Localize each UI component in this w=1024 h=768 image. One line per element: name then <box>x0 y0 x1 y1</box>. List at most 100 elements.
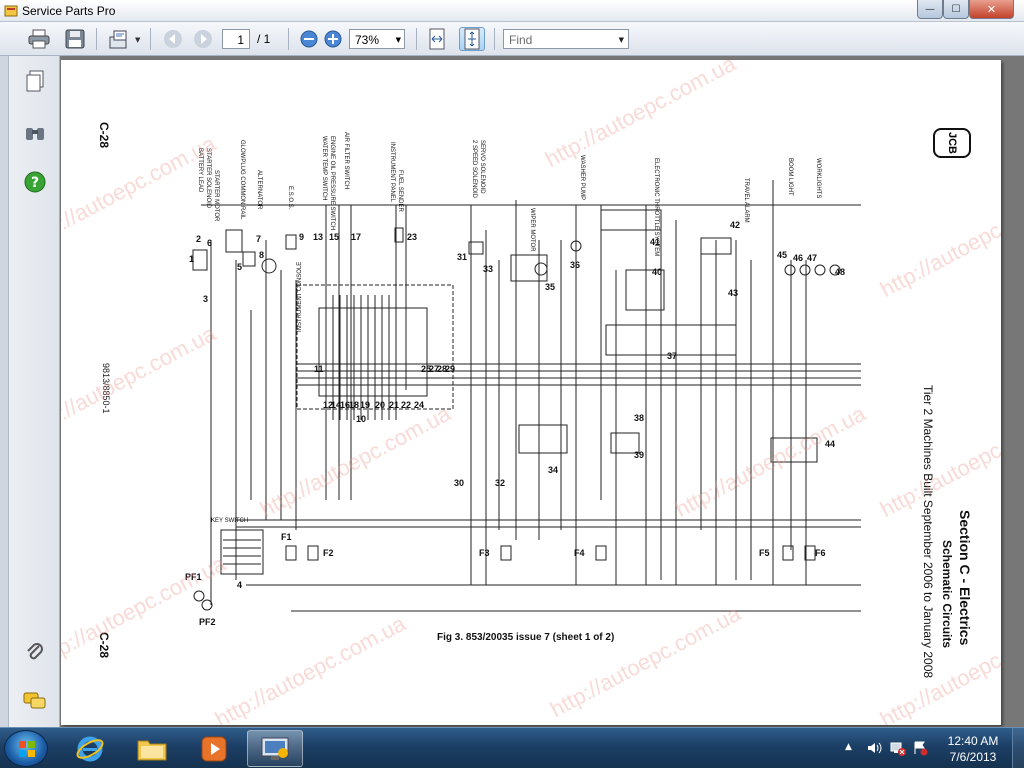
label-starter-solenoid: STARTER SOLENOID <box>205 148 211 209</box>
ref-12: 12 <box>323 400 333 410</box>
maximize-button[interactable]: ☐ <box>943 0 969 19</box>
close-button[interactable]: ✕ <box>969 0 1014 19</box>
panel-resize-handle[interactable] <box>0 56 9 727</box>
tray-expand-icon[interactable]: ▲ <box>845 742 852 752</box>
minimize-button[interactable]: — <box>917 0 943 19</box>
ref-32: 32 <box>495 478 505 488</box>
save-button[interactable] <box>62 27 88 51</box>
start-button[interactable] <box>4 730 48 767</box>
label-washer-pump: WASHER PUMP <box>579 155 585 200</box>
bookmarks-panel-button[interactable] <box>22 120 48 146</box>
taskbar-internet-explorer[interactable] <box>62 730 118 767</box>
zoom-in-button[interactable] <box>320 27 346 51</box>
send-icon <box>109 30 127 49</box>
label-worklights: WORKLIGHTS <box>815 158 821 198</box>
fuse-f4: F4 <box>574 548 585 558</box>
page-total: / 1 <box>257 32 271 46</box>
ref-31: 31 <box>457 252 467 262</box>
ref-23: 23 <box>407 232 417 242</box>
fuse-pf1: PF1 <box>185 572 202 582</box>
ref-13: 13 <box>313 232 323 242</box>
save-icon <box>65 29 85 49</box>
action-center-icon[interactable] <box>912 740 928 756</box>
ref-38: 38 <box>634 413 644 423</box>
taskbar-media-player[interactable] <box>186 730 242 767</box>
next-page-button[interactable] <box>190 27 216 51</box>
ref-2: 2 <box>196 234 201 244</box>
label-battery: BATTERY LEAD <box>197 148 203 193</box>
app-icon <box>4 5 18 17</box>
zoom-out-icon <box>300 30 318 48</box>
print-button[interactable] <box>26 27 52 51</box>
part-number: 9813/8850-1 <box>101 363 111 414</box>
label-boom-light: BOOM LIGHT <box>787 158 793 196</box>
volume-icon[interactable] <box>866 740 882 756</box>
comments-panel-button[interactable] <box>22 688 48 714</box>
zoom-select[interactable]: 73% ▼ <box>349 29 405 49</box>
label-engine-oil: ENGINE OIL PRESSURE SWITCH <box>329 136 335 230</box>
network-icon[interactable] <box>890 740 906 756</box>
document-page: 1 2 3 4 5 6 7 8 9 10 11 12 13 14 15 16 1… <box>61 60 1001 725</box>
paperclip-icon <box>27 643 43 660</box>
ref-20: 20 <box>375 400 385 410</box>
label-starter-motor: STARTER MOTOR <box>213 170 219 222</box>
ref-25: 25 <box>421 364 431 374</box>
label-two-speed: 2 SPEED SOLENOID <box>471 140 477 199</box>
arrow-down-icon <box>194 30 212 48</box>
window-title: Service Parts Pro <box>22 4 116 18</box>
ref-3: 3 <box>203 294 208 304</box>
toolbar-separator <box>96 28 97 50</box>
ref-9: 9 <box>299 232 304 242</box>
ref-30: 30 <box>454 478 464 488</box>
ref-4: 4 <box>237 580 242 590</box>
taskbar-file-explorer[interactable] <box>124 730 180 767</box>
service-parts-pro-icon <box>261 737 289 760</box>
ref-28: 28 <box>437 364 447 374</box>
ref-40: 40 <box>652 267 662 277</box>
label-glowplug: GLOWPLUG COMMON RAIL <box>239 140 245 220</box>
previous-page-button[interactable] <box>160 27 186 51</box>
title-bar: Service Parts Pro — ☐ ✕ <box>0 0 1024 22</box>
ref-45: 45 <box>777 250 787 260</box>
windows-logo-icon <box>19 741 35 757</box>
label-key-switch: KEY SWITCH <box>211 518 248 524</box>
find-input[interactable]: Find ▼ <box>503 29 629 49</box>
print-icon <box>28 29 50 49</box>
chevron-down-icon[interactable]: ▼ <box>135 36 141 44</box>
binoculars-icon <box>26 128 44 140</box>
attachments-panel-button[interactable] <box>22 639 48 665</box>
toolbar-separator <box>494 28 495 50</box>
pages-panel-button[interactable] <box>22 68 48 94</box>
ref-21: 21 <box>389 400 399 410</box>
help-icon: ? <box>24 171 46 193</box>
play-icon <box>201 736 227 761</box>
ref-39: 39 <box>634 450 644 460</box>
email-button[interactable] <box>106 27 132 51</box>
ref-37: 37 <box>667 351 677 361</box>
ref-8: 8 <box>259 250 264 260</box>
taskbar-service-parts-pro[interactable] <box>247 730 303 767</box>
label-esos: E.S.O.S. <box>287 186 293 210</box>
fit-width-icon <box>429 28 445 50</box>
zoom-out-button[interactable] <box>296 27 322 51</box>
fit-width-button[interactable] <box>424 27 450 51</box>
arrow-up-icon <box>164 30 182 48</box>
page-number-input[interactable]: 1 <box>222 29 250 49</box>
ref-35: 35 <box>545 282 555 292</box>
ref-48: 48 <box>835 267 845 277</box>
label-servo: SERVO SOLENOID <box>479 140 485 194</box>
show-desktop-button[interactable] <box>1012 728 1024 768</box>
ref-43: 43 <box>728 288 738 298</box>
fit-page-button[interactable] <box>459 27 485 51</box>
machine-info: Tier 2 Machines Built September 2006 to … <box>921 385 935 679</box>
navigation-panel: ? <box>0 56 60 727</box>
taskbar: ▲ 12:40 AM 7/6/2013 <box>0 727 1024 768</box>
ref-42: 42 <box>730 220 740 230</box>
figure-caption: Fig 3. 853/20035 issue 7 (sheet 1 of 2) <box>437 632 615 643</box>
help-button[interactable]: ? <box>22 169 48 195</box>
system-clock[interactable]: 12:40 AM 7/6/2013 <box>938 733 1008 765</box>
find-placeholder: Find <box>509 33 533 47</box>
fuse-pf2: PF2 <box>199 617 216 627</box>
ref-24: 24 <box>414 400 424 410</box>
ref-22: 22 <box>401 400 411 410</box>
